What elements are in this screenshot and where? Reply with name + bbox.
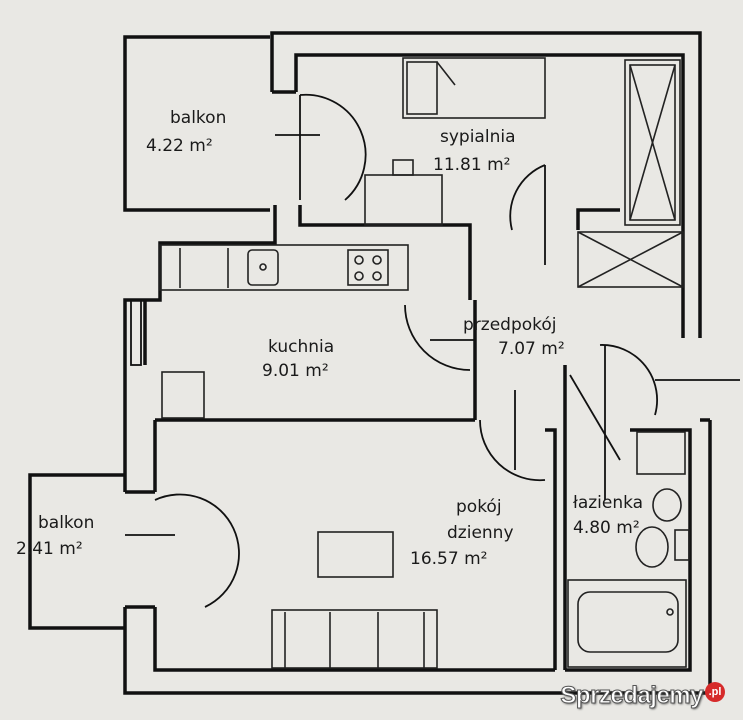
watermark-badge: .pl xyxy=(705,682,725,702)
windows xyxy=(130,299,740,381)
kuchnia-area: 9.01 m² xyxy=(262,361,329,381)
pokoj-area: 16.57 m² xyxy=(410,549,487,569)
przedpokoj-area: 7.07 m² xyxy=(498,339,565,359)
living-furniture xyxy=(271,531,438,669)
balkon-top-area: 4.22 m² xyxy=(146,136,213,156)
przedpokoj-name: przedpokój xyxy=(463,315,557,335)
outer-walls xyxy=(123,31,712,695)
balcony-left xyxy=(28,473,125,630)
lazienka-name: łazienka xyxy=(573,493,643,513)
watermark: Sprzedajemy .pl xyxy=(560,682,725,710)
lazienka-area: 4.80 m² xyxy=(573,518,640,538)
sypialnia-name: sypialnia xyxy=(440,127,516,147)
kuchnia-name: kuchnia xyxy=(268,337,334,357)
kitchen-fixtures xyxy=(159,244,409,419)
balkon-left-name: balkon xyxy=(38,513,94,533)
watermark-text: Sprzedajemy xyxy=(560,682,704,710)
bedroom-furniture xyxy=(364,57,681,226)
pokoj-name-line1: pokój xyxy=(456,497,502,517)
balkon-left-area: 2.41 m² xyxy=(16,539,83,559)
sypialnia-area: 11.81 m² xyxy=(433,155,510,175)
doors xyxy=(125,93,658,608)
balkon-top-name: balkon xyxy=(170,108,226,128)
balcony-top xyxy=(123,35,270,212)
hall-wardrobe xyxy=(577,231,684,288)
pokoj-name-line2: dzienny xyxy=(447,523,514,543)
bathroom-fixtures xyxy=(567,431,690,668)
